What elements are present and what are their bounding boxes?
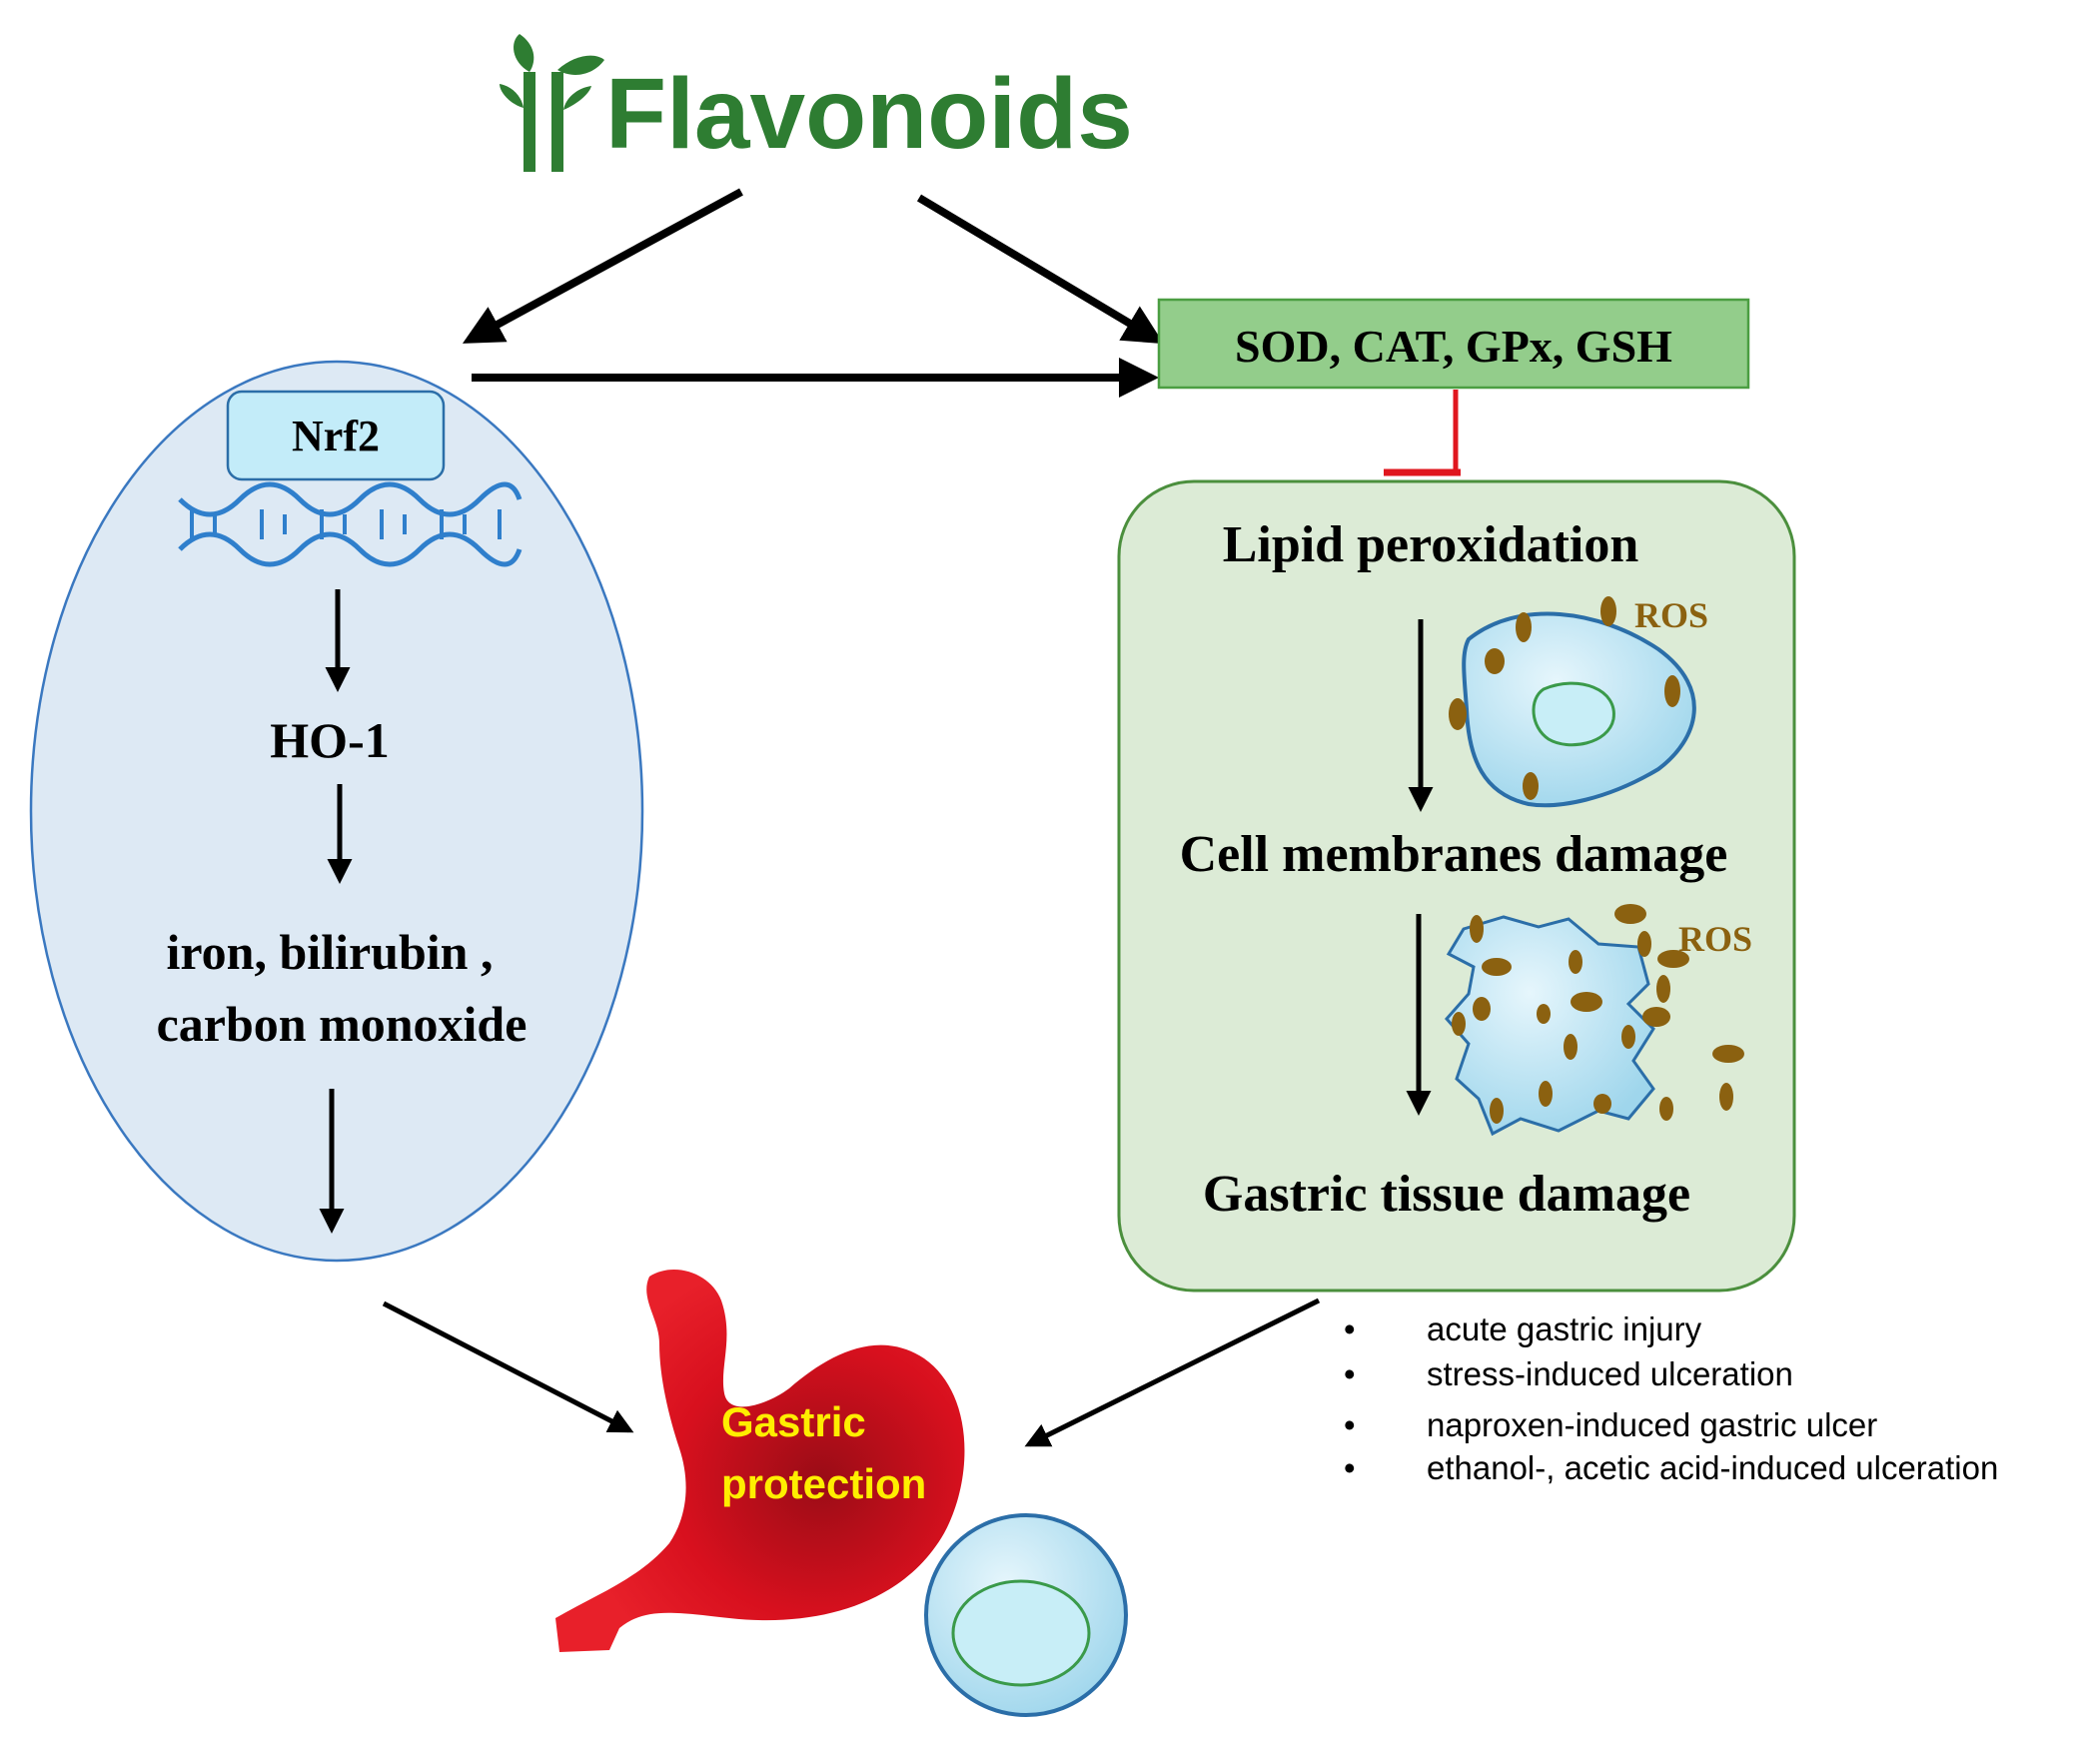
products-line-1: iron, bilirubin , — [167, 924, 494, 980]
products-line-2: carbon monoxide — [157, 996, 527, 1052]
ros-particles-2 — [1452, 904, 1744, 1124]
tissue-damage-label: Gastric tissue damage — [1203, 1166, 1690, 1223]
inhibition-symbol — [1384, 390, 1461, 476]
list-bullet: • — [1344, 1449, 1356, 1486]
list-bullet: • — [1344, 1310, 1356, 1347]
conditions-list: • acute gastric injury • stress-induced … — [1344, 1310, 1998, 1486]
antioxidant-box — [1157, 298, 1750, 390]
ros-label-2: ROS — [1678, 919, 1752, 959]
condition-item: acute gastric injury — [1427, 1310, 1702, 1347]
healthy-cell-icon — [924, 1513, 1128, 1717]
antioxidant-label: SOD, CAT, GPx, GSH — [1235, 321, 1672, 372]
list-bullet: • — [1344, 1406, 1356, 1443]
arrow-flavonoids-to-nrf2 — [462, 188, 743, 344]
condition-item: stress-induced ulceration — [1427, 1355, 1793, 1392]
membrane-damage-label: Cell membranes damage — [1180, 826, 1728, 883]
condition-item: ethanol-, acetic acid-induced ulceration — [1427, 1449, 1998, 1486]
sprout-icon — [500, 34, 604, 172]
condition-item: naproxen-induced gastric ulcer — [1427, 1406, 1877, 1443]
outcome-line-1: Gastric — [721, 1398, 866, 1445]
dna-helix-icon — [178, 481, 523, 567]
nrf2-box — [226, 390, 446, 481]
outcome-line-2: protection — [721, 1460, 926, 1507]
ho1-label: HO-1 — [270, 712, 389, 768]
arrow-flavonoids-to-antioxidants — [916, 194, 1164, 345]
lipid-peroxidation-label: Lipid peroxidation — [1223, 516, 1639, 573]
arrow-damage-to-stomach — [1024, 1298, 1321, 1447]
nrf2-pathway-ellipse — [29, 360, 644, 1263]
title: Flavonoids — [605, 58, 1133, 170]
ros-particles-1 — [1449, 596, 1680, 800]
nrf2-label: Nrf2 — [292, 412, 380, 460]
list-bullet: • — [1344, 1355, 1356, 1392]
ros-label-1: ROS — [1634, 595, 1708, 635]
arrow-nrf2-to-stomach — [382, 1301, 634, 1433]
stomach-icon — [555, 1270, 965, 1652]
